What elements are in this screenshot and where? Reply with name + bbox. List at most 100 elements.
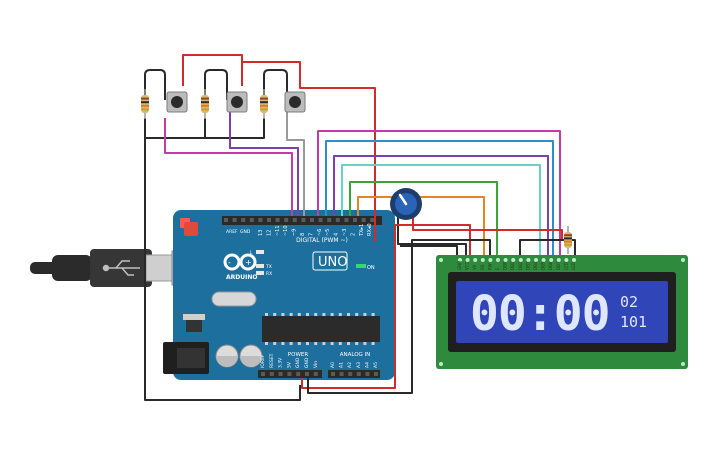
analog-pin-label: A1 <box>339 362 345 368</box>
header-pin[interactable] <box>275 218 280 222</box>
wire-green[interactable] <box>349 181 498 255</box>
resistor[interactable] <box>564 226 572 254</box>
lcd-pin[interactable] <box>488 258 493 262</box>
header-pin[interactable] <box>310 218 314 222</box>
lcd-pin[interactable] <box>480 258 485 262</box>
wire-black[interactable] <box>144 118 301 401</box>
digital-pin-label: ~11 <box>275 225 281 236</box>
header-pin[interactable] <box>261 372 265 376</box>
wire-black[interactable] <box>205 118 265 139</box>
header-pin[interactable] <box>267 218 271 222</box>
analog-pin-label: A0 <box>330 362 336 368</box>
analog-pin-label: A5 <box>373 362 379 368</box>
header-pin[interactable] <box>353 218 357 222</box>
lcd-pin[interactable] <box>473 258 478 262</box>
header-pin[interactable] <box>258 218 263 222</box>
wire-orange[interactable] <box>357 196 485 255</box>
header-pin[interactable] <box>284 218 289 222</box>
wire-magenta[interactable] <box>317 130 561 255</box>
wire-black[interactable] <box>145 118 206 139</box>
analog-header[interactable] <box>328 370 380 378</box>
header-pin[interactable] <box>344 218 349 222</box>
lcd-pin[interactable] <box>564 258 569 262</box>
lcd-pin-label: DB1 <box>510 261 515 270</box>
wire-black[interactable] <box>400 245 458 255</box>
header-pin[interactable] <box>292 218 297 222</box>
tx-led <box>256 264 264 268</box>
header-pin[interactable] <box>301 218 306 222</box>
wire-blue[interactable] <box>325 140 554 255</box>
analog-pin-label: A3 <box>356 362 362 368</box>
wire-purple[interactable] <box>229 112 299 216</box>
lcd-pin[interactable] <box>549 258 554 262</box>
wire-black[interactable] <box>144 69 166 100</box>
header-pin[interactable] <box>224 218 228 222</box>
wire-red[interactable] <box>301 224 471 389</box>
lcd-pin[interactable] <box>496 258 500 262</box>
lcd-pin[interactable] <box>503 258 508 262</box>
header-pin[interactable] <box>296 372 301 376</box>
header-pin[interactable] <box>287 372 292 376</box>
power-pin-label: IOREF <box>260 354 266 368</box>
resistor[interactable] <box>141 89 149 119</box>
header-pin[interactable] <box>348 372 353 376</box>
digital-header-label: DIGITAL (PWM ~) <box>296 237 348 244</box>
digital-pin-label: ~9 <box>292 229 298 236</box>
header-pin[interactable] <box>232 218 237 222</box>
header-pin[interactable] <box>269 372 274 376</box>
wire-black[interactable] <box>307 239 491 394</box>
lcd-pin[interactable] <box>526 258 531 262</box>
header-pin[interactable] <box>331 372 335 376</box>
digital-pin-label: 12 <box>266 230 272 236</box>
lcd-pin[interactable] <box>556 258 561 262</box>
power-led <box>356 264 366 268</box>
usb-symbol-icon <box>102 260 140 276</box>
wire-red[interactable] <box>299 86 376 235</box>
lcd-pin-label: DB6 <box>548 261 553 270</box>
wire-black[interactable] <box>519 239 576 255</box>
resistor[interactable] <box>201 89 209 119</box>
header-pin[interactable] <box>356 372 361 376</box>
wire-magenta[interactable] <box>164 118 293 216</box>
svg-text:-: - <box>228 258 231 267</box>
wire-black[interactable] <box>263 69 288 100</box>
lcd-pin[interactable] <box>465 258 470 262</box>
wire-red[interactable] <box>182 54 301 86</box>
header-pin[interactable] <box>365 372 370 376</box>
header-pin[interactable] <box>335 218 340 222</box>
header-pin[interactable] <box>339 372 344 376</box>
header-pin[interactable] <box>318 218 323 222</box>
header-pin[interactable] <box>249 218 254 222</box>
header-pin[interactable] <box>327 218 332 222</box>
wire-black[interactable] <box>204 69 228 100</box>
lcd-pin[interactable] <box>511 258 516 262</box>
wire-black[interactable] <box>397 215 467 255</box>
wires <box>144 54 576 401</box>
header-pin[interactable] <box>305 372 309 376</box>
lcd-pin-label: LED <box>563 262 568 270</box>
header-pin[interactable] <box>278 372 283 376</box>
digital-pin-label: 13 <box>258 230 264 236</box>
lcd-pin[interactable] <box>458 258 462 262</box>
header-pin[interactable] <box>361 218 366 222</box>
potentiometer[interactable] <box>390 188 422 220</box>
header-pin[interactable] <box>313 372 318 376</box>
header-pin[interactable] <box>370 218 375 222</box>
lcd-pin[interactable] <box>541 258 546 262</box>
wire-teal[interactable] <box>341 164 541 255</box>
resistor[interactable] <box>260 89 268 119</box>
wire-red[interactable] <box>412 215 563 240</box>
lcd-pin[interactable] <box>534 258 538 262</box>
header-pin[interactable] <box>241 218 246 222</box>
push-button-2[interactable] <box>226 91 248 113</box>
wire-purple[interactable] <box>333 155 549 255</box>
push-button-3[interactable] <box>284 91 306 113</box>
lcd-pin[interactable] <box>518 258 523 262</box>
wire-gray[interactable] <box>286 112 305 216</box>
header-pin[interactable] <box>374 372 378 376</box>
lcd-pin[interactable] <box>572 258 576 262</box>
push-button-1[interactable] <box>166 91 188 113</box>
